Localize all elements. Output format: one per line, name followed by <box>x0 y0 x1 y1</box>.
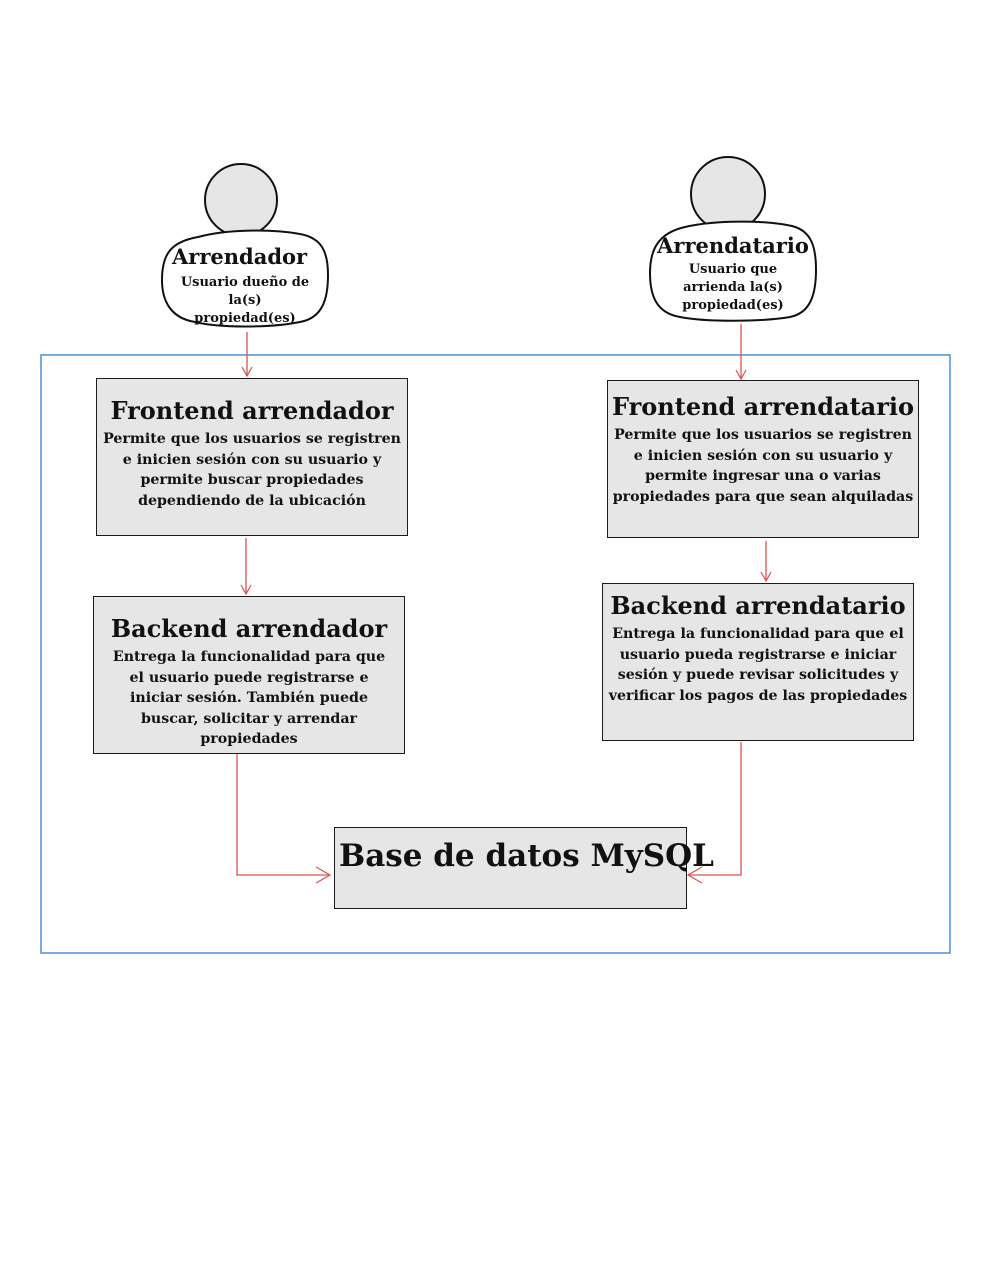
actor-arrendador-name: Arrendador <box>172 244 308 269</box>
backend-arrendatario-title: Backend arrendatario <box>610 591 906 620</box>
actor-arrendador-figure <box>160 163 330 328</box>
actor-arrendador-head <box>204 163 278 237</box>
system-boundary <box>40 354 951 954</box>
backend-arrendatario-description: Entrega la funcionalidad para que el usu… <box>608 626 908 704</box>
actor-arrendador-description: Usuario dueño de la(s) propiedad(es) <box>180 275 310 326</box>
actor-arrendatario-head <box>690 156 766 232</box>
actor-arrendador-body <box>160 229 330 328</box>
backend-arrendador-description: Entrega la funcionalidad para que el usu… <box>112 649 386 747</box>
actor-arrendatario-figure <box>648 156 818 322</box>
actor-arrendatario-body <box>648 220 818 322</box>
actor-arrendador-label: Arrendador Usuario dueño de la(s) propie… <box>162 244 328 328</box>
actor-arrendatario-name: Arrendatario <box>657 233 809 258</box>
arrow-backend-arrendatario-to-db <box>686 742 742 884</box>
frontend-arrendatario-node: Frontend arrendatario Permite que los us… <box>607 380 919 538</box>
database-node: Base de datos MySQL <box>334 827 714 909</box>
frontend-arrendatario-description: Permite que los usuarios se registren e … <box>612 427 914 505</box>
backend-arrendador-node: Backend arrendador Entrega la funcionali… <box>93 596 405 754</box>
frontend-arrendatario-title: Frontend arrendatario <box>612 392 914 421</box>
actor-arrendatario-label: Arrendatario Usuario que arrienda la(s) … <box>650 233 816 315</box>
database-title: Base de datos MySQL <box>339 838 714 874</box>
frontend-arrendador-node: Frontend arrendador Permite que los usua… <box>96 378 408 536</box>
arrow-backend-arrendador-to-db <box>236 754 332 884</box>
frontend-arrendador-description: Permite que los usuarios se registren e … <box>103 431 401 509</box>
actor-arrendatario-description: Usuario que arrienda la(s) propiedad(es) <box>682 262 784 313</box>
frontend-arrendador-title: Frontend arrendador <box>110 396 394 425</box>
backend-arrendatario-node: Backend arrendatario Entrega la funciona… <box>602 583 914 741</box>
backend-arrendador-title: Backend arrendador <box>110 614 388 643</box>
